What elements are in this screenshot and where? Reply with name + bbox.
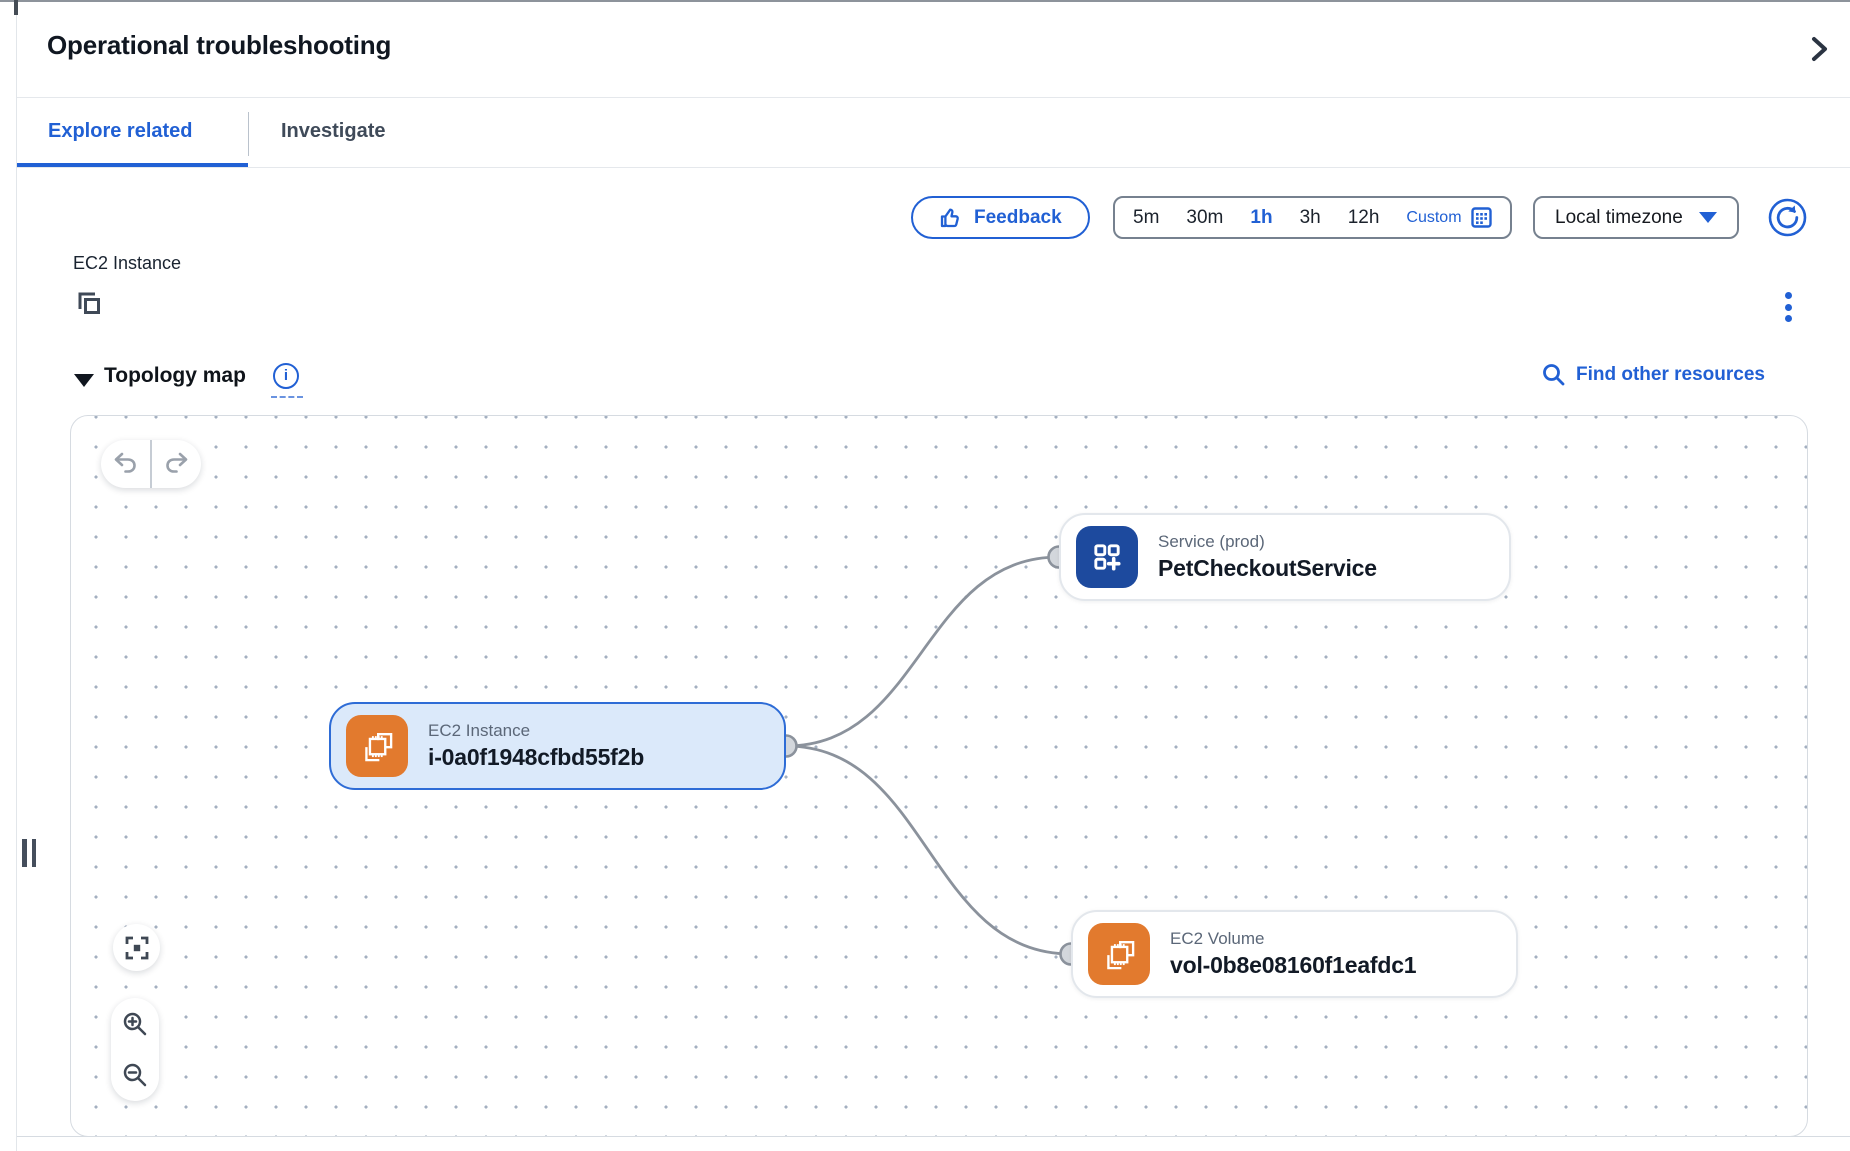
undo-redo-control	[101, 440, 201, 488]
node-name: vol-0b8e08160f1eafdc1	[1170, 952, 1416, 979]
panel-bottom-border	[17, 1136, 1850, 1137]
panel-resize-handle[interactable]	[22, 839, 36, 867]
find-other-resources-link[interactable]: Find other resources	[1542, 363, 1765, 386]
fit-view-button[interactable]	[113, 924, 160, 971]
edge-instance-to-volume	[786, 746, 1071, 954]
feedback-button[interactable]: Feedback	[911, 196, 1090, 239]
zoom-out-button[interactable]	[111, 1050, 159, 1102]
info-dashed-underline	[271, 396, 303, 398]
time-range-custom[interactable]: Custom	[1406, 207, 1491, 228]
node-type-label: EC2 Instance	[428, 721, 644, 741]
node-name: i-0a0f1948cfbd55f2b	[428, 744, 644, 771]
ec2-chip-icon	[1088, 923, 1150, 985]
node-type-label: Service (prod)	[1158, 532, 1377, 552]
page-title: Operational troubleshooting	[47, 30, 391, 61]
topology-canvas[interactable]: EC2 Instance i-0a0f1948cfbd55f2b Service…	[70, 415, 1808, 1137]
tab-explore-related[interactable]: Explore related	[48, 120, 193, 143]
tabs-divider	[17, 167, 1850, 168]
time-range-1h[interactable]: 1h	[1250, 207, 1272, 229]
kebab-menu-icon[interactable]	[1783, 292, 1793, 322]
topology-map-title: Topology map	[104, 364, 246, 388]
feedback-label: Feedback	[974, 207, 1062, 229]
zoom-controls	[111, 998, 159, 1101]
refresh-button[interactable]	[1768, 198, 1807, 237]
header-divider	[17, 97, 1850, 98]
timezone-dropdown[interactable]: Local timezone	[1533, 196, 1739, 239]
time-range-30m[interactable]: 30m	[1186, 207, 1223, 229]
window-top-edge	[0, 0, 1850, 2]
copy-icon[interactable]	[77, 291, 103, 317]
search-icon	[1542, 363, 1565, 386]
time-range-selector: 5m 30m 1h 3h 12h Custom	[1113, 196, 1512, 239]
custom-label: Custom	[1406, 209, 1461, 227]
ec2-chip-icon	[346, 715, 408, 777]
time-range-5m[interactable]: 5m	[1133, 207, 1159, 229]
node-ec2-volume[interactable]: EC2 Volume vol-0b8e08160f1eafdc1	[1071, 910, 1518, 998]
node-ec2-instance[interactable]: EC2 Instance i-0a0f1948cfbd55f2b	[329, 702, 786, 790]
panel-left-border	[16, 2, 17, 1151]
node-type-label: EC2 Volume	[1170, 929, 1416, 949]
node-name: PetCheckoutService	[1158, 555, 1377, 582]
time-range-12h[interactable]: 12h	[1348, 207, 1380, 229]
service-squares-icon	[1076, 526, 1138, 588]
find-other-resources-label: Find other resources	[1576, 364, 1765, 386]
node-service[interactable]: Service (prod) PetCheckoutService	[1059, 513, 1511, 601]
calendar-grid-icon	[1471, 207, 1492, 228]
undo-button[interactable]	[101, 440, 150, 488]
chevron-right-icon[interactable]	[1806, 36, 1832, 62]
time-range-3h[interactable]: 3h	[1300, 207, 1321, 229]
caret-down-icon	[1699, 212, 1717, 223]
thumbs-up-icon	[939, 206, 963, 230]
redo-button[interactable]	[152, 440, 201, 488]
resource-type-label: EC2 Instance	[73, 253, 181, 274]
scrollbar-fragment	[14, 0, 18, 15]
zoom-in-button[interactable]	[111, 998, 159, 1050]
collapse-triangle-icon[interactable]	[74, 374, 94, 387]
timezone-label: Local timezone	[1555, 207, 1683, 229]
info-icon[interactable]: i	[273, 363, 299, 389]
tab-investigate[interactable]: Investigate	[281, 120, 385, 143]
edge-instance-to-service	[786, 557, 1059, 746]
tab-divider	[248, 112, 249, 156]
